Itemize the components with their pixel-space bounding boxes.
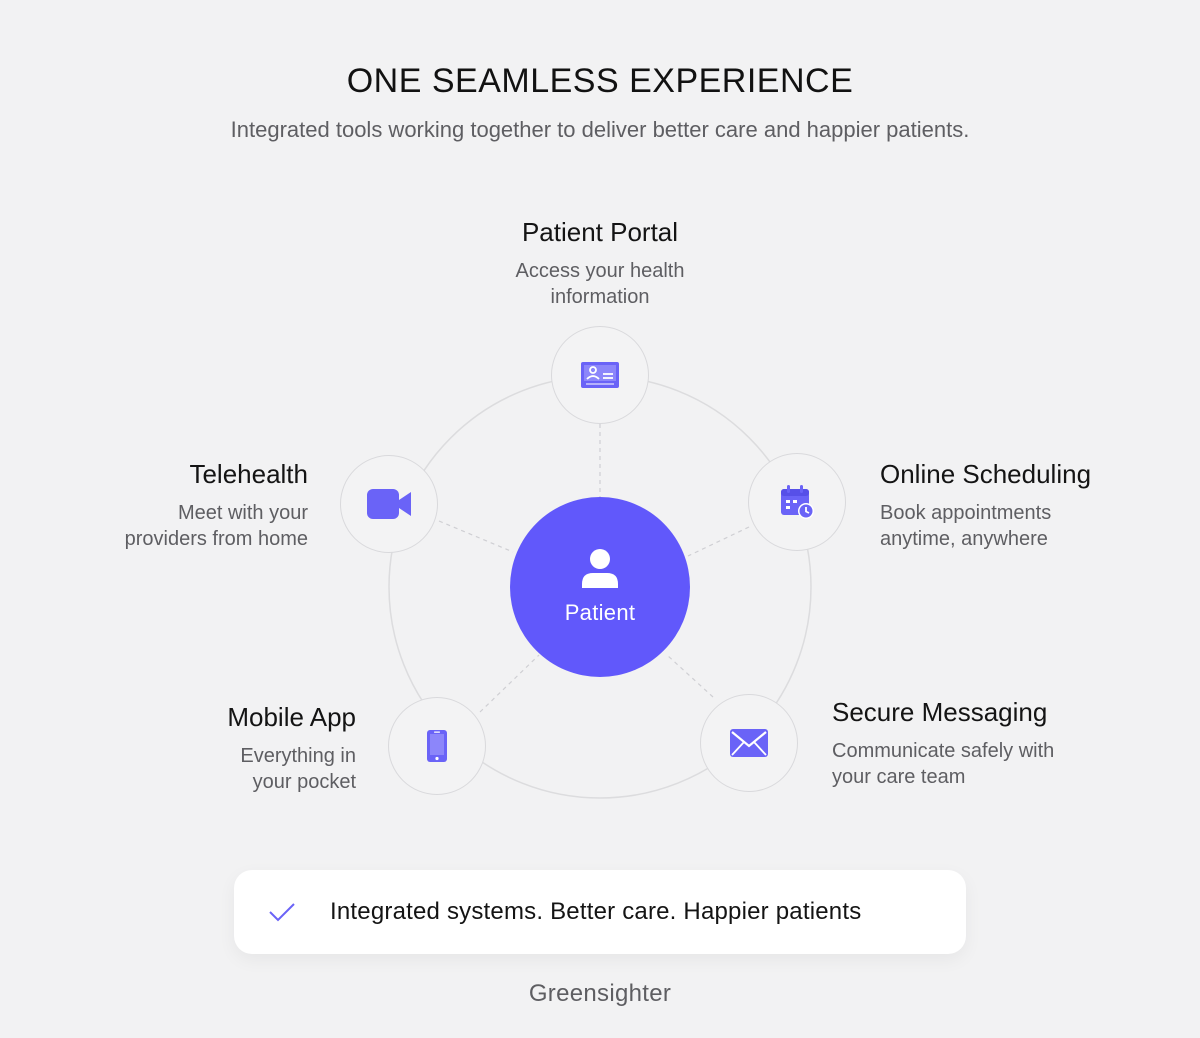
label-desc: Communicate safely with your care team [832,738,1162,790]
label-desc-line: Everything in [240,745,356,767]
label-secure-messaging: Secure Messaging Communicate safely with… [832,697,1162,790]
envelope-icon [730,729,768,757]
node-online-scheduling[interactable] [748,453,846,551]
id-card-icon [581,362,619,388]
node-telehealth[interactable] [340,455,438,553]
label-title: Online Scheduling [880,459,1092,489]
connector-online-scheduling [687,526,750,557]
node-mobile-app[interactable] [388,697,486,795]
center-patient[interactable]: Patient [510,497,690,677]
connector-telehealth [438,520,514,553]
label-desc-line: Communicate safely with [832,740,1055,762]
node-secure-messaging[interactable] [700,694,798,792]
label-patient-portal: Patient Portal Access your health inform… [450,217,750,310]
label-desc-line: providers from home [124,528,308,550]
label-title: Telehealth [189,459,308,489]
label-title: Secure Messaging [832,697,1048,727]
page-subtitle: Integrated tools working together to del… [230,117,970,142]
label-desc: Meet with your providers from home [8,500,308,552]
page-title: ONE SEAMLESS EXPERIENCE [346,62,854,100]
user-icon [582,549,618,588]
label-desc-line: Book appointments [880,502,1052,524]
summary-banner: Integrated systems. Better care. Happier… [234,870,966,954]
label-desc-line: Access your health [515,260,685,282]
label-desc-line: your pocket [252,771,356,793]
check-icon [269,903,295,922]
label-desc: Access your health information [450,258,750,310]
brand-footer: Greensighter [528,980,672,1007]
label-desc: Everything in your pocket [56,743,356,795]
phone-icon [427,730,447,762]
banner-text: Integrated systems. Better care. Happier… [330,898,862,925]
connector-secure-messaging [666,654,714,698]
label-title: Mobile App [227,702,356,732]
connector-mobile-app [479,654,540,713]
label-desc: Book appointments anytime, anywhere [880,500,1180,552]
node-patient-portal[interactable] [551,326,649,424]
video-camera-icon [367,489,411,519]
label-telehealth: Telehealth Meet with your providers from… [8,459,308,552]
label-desc-line: your care team [832,766,966,788]
label-desc-line: Meet with your [177,502,308,524]
calendar-clock-icon [781,485,814,519]
label-desc-line: anytime, anywhere [880,528,1048,550]
center-label: Patient [564,600,636,625]
label-online-scheduling: Online Scheduling Book appointments anyt… [880,459,1180,552]
label-mobile-app: Mobile App Everything in your pocket [56,702,356,795]
label-desc-line: information [550,286,650,308]
label-title: Patient Portal [521,217,679,247]
